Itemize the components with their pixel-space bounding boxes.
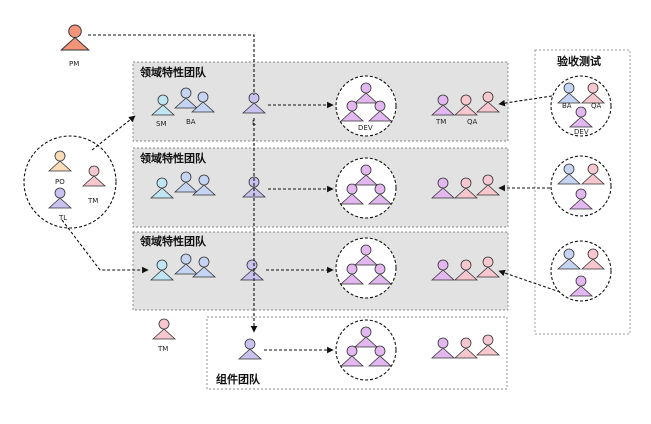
tm-label-left: TM	[87, 197, 98, 205]
accept1-ba-label: BA	[562, 102, 572, 110]
pm-person	[60, 24, 90, 51]
tl-to-row3-arrow	[61, 219, 149, 274]
feature-team-title-1: 领域特性团队	[139, 65, 207, 79]
feature-team-title-2: 领域特性团队	[139, 151, 207, 165]
row1-qa-label: QA	[467, 118, 478, 126]
acceptance-title: 验收测试	[557, 54, 601, 68]
row1-dev-label: DEV	[358, 124, 373, 132]
tl-label: TL	[58, 214, 67, 222]
row1-ba-label: BA	[186, 118, 196, 126]
row1-tm-label: TM	[435, 118, 446, 126]
po-to-row1-arrow	[91, 115, 136, 151]
tm-label-bottom: TM	[157, 345, 168, 353]
accept3-arrow	[498, 269, 561, 293]
component-team-title: 组件团队	[216, 372, 261, 386]
accept1-qa-label: QA	[591, 102, 602, 110]
leadership-circle	[23, 135, 117, 229]
accept1-arrow	[498, 95, 553, 107]
feature-team-title-3: 领域特性团队	[139, 234, 207, 248]
accept1-dev-label: DEV	[574, 128, 589, 136]
pm-connector	[88, 34, 255, 95]
tm-person-bottom	[152, 318, 176, 340]
row1-sm-label: SM	[156, 120, 166, 128]
po-label: PO	[55, 178, 65, 186]
feature-team-box-3	[132, 231, 509, 311]
pm-label: PM	[69, 60, 79, 68]
